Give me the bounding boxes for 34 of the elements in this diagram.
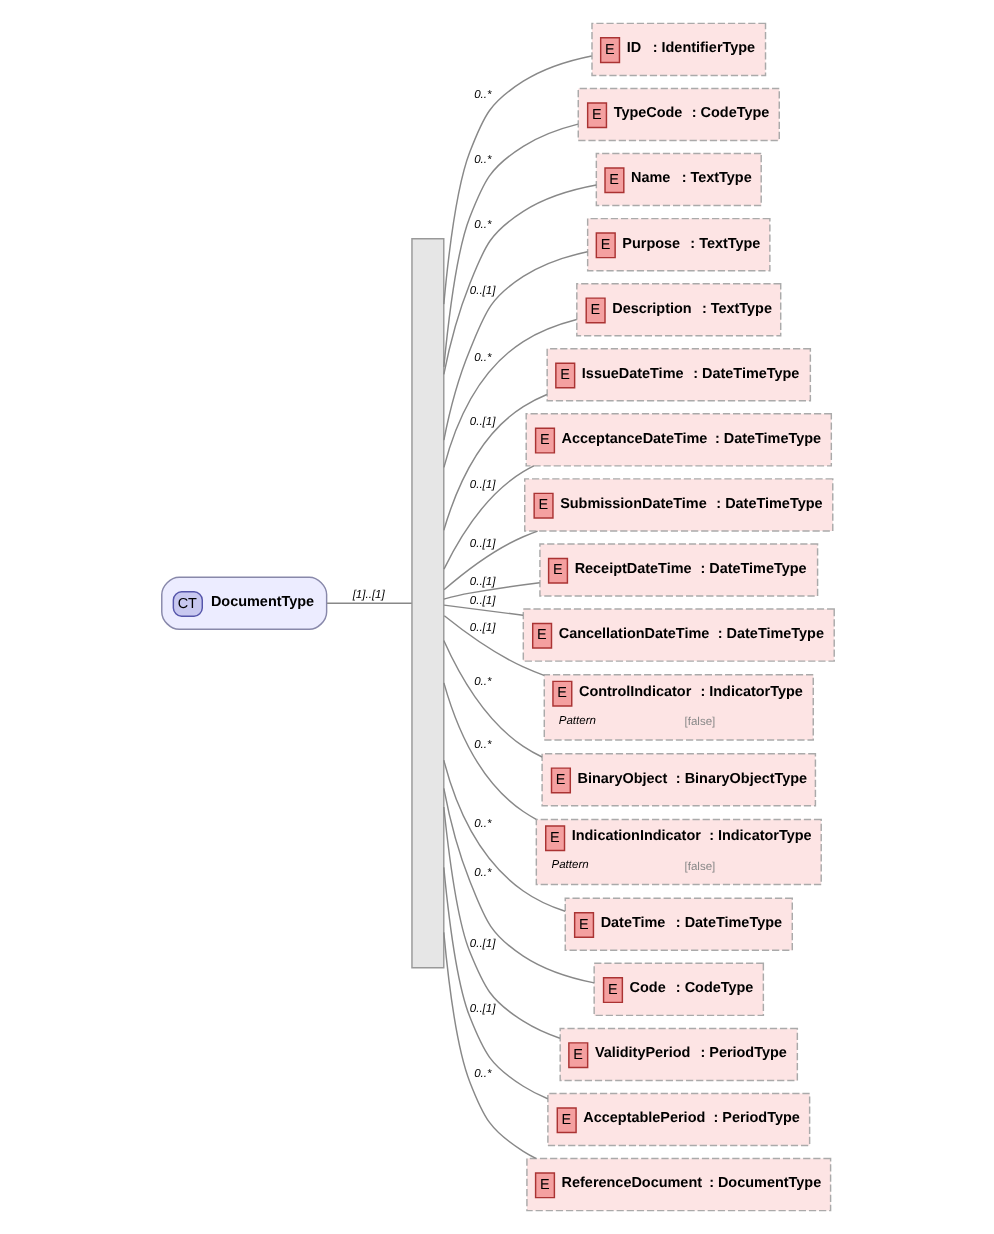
connector	[442, 931, 536, 1160]
node-box: E Purpose : TextType	[585, 217, 770, 272]
node-box: E CancellationDateTime : DateTimeType	[521, 608, 834, 662]
connector	[442, 530, 538, 591]
node-box: E BinaryObject : BinaryObjectType	[540, 752, 816, 807]
node-box: E TypeCode : CodeType	[576, 87, 779, 142]
node-bar	[410, 238, 444, 969]
connector	[442, 393, 547, 532]
node-box: E DateTime : DateTimeType	[563, 897, 792, 952]
node-box: CT DocumentType	[160, 576, 327, 630]
connector	[442, 55, 592, 305]
node-box: E AcceptanceDateTime : DateTimeType	[524, 413, 832, 467]
node-box: E Code : CodeType	[592, 962, 764, 1017]
node-box: E ReceiptDateTime : DateTimeType	[538, 543, 818, 597]
node-box: E ReferenceDocument : DocumentType	[525, 1157, 831, 1212]
node-box: E AcceptablePeriod : PeriodType	[546, 1092, 810, 1147]
node-box: E ID : IdentifierType	[590, 22, 766, 77]
node-box: E ValidityPeriod : PeriodType	[558, 1027, 798, 1082]
connector	[442, 251, 588, 441]
connector	[442, 639, 542, 758]
connector	[442, 615, 544, 677]
connector	[442, 682, 536, 821]
node-box: E IssueDateTime : DateTimeType	[545, 348, 811, 402]
connector	[442, 465, 534, 570]
node-box: E Description : TextType	[575, 282, 781, 337]
connector	[325, 602, 412, 604]
connector	[442, 604, 523, 616]
node-box: E Name : TextType	[594, 152, 761, 207]
connector	[442, 806, 560, 1039]
connector	[442, 123, 578, 368]
node-box: E SubmissionDateTime : DateTimeType	[523, 478, 833, 532]
connector	[442, 582, 540, 600]
connector	[442, 866, 548, 1100]
connector	[442, 184, 597, 376]
